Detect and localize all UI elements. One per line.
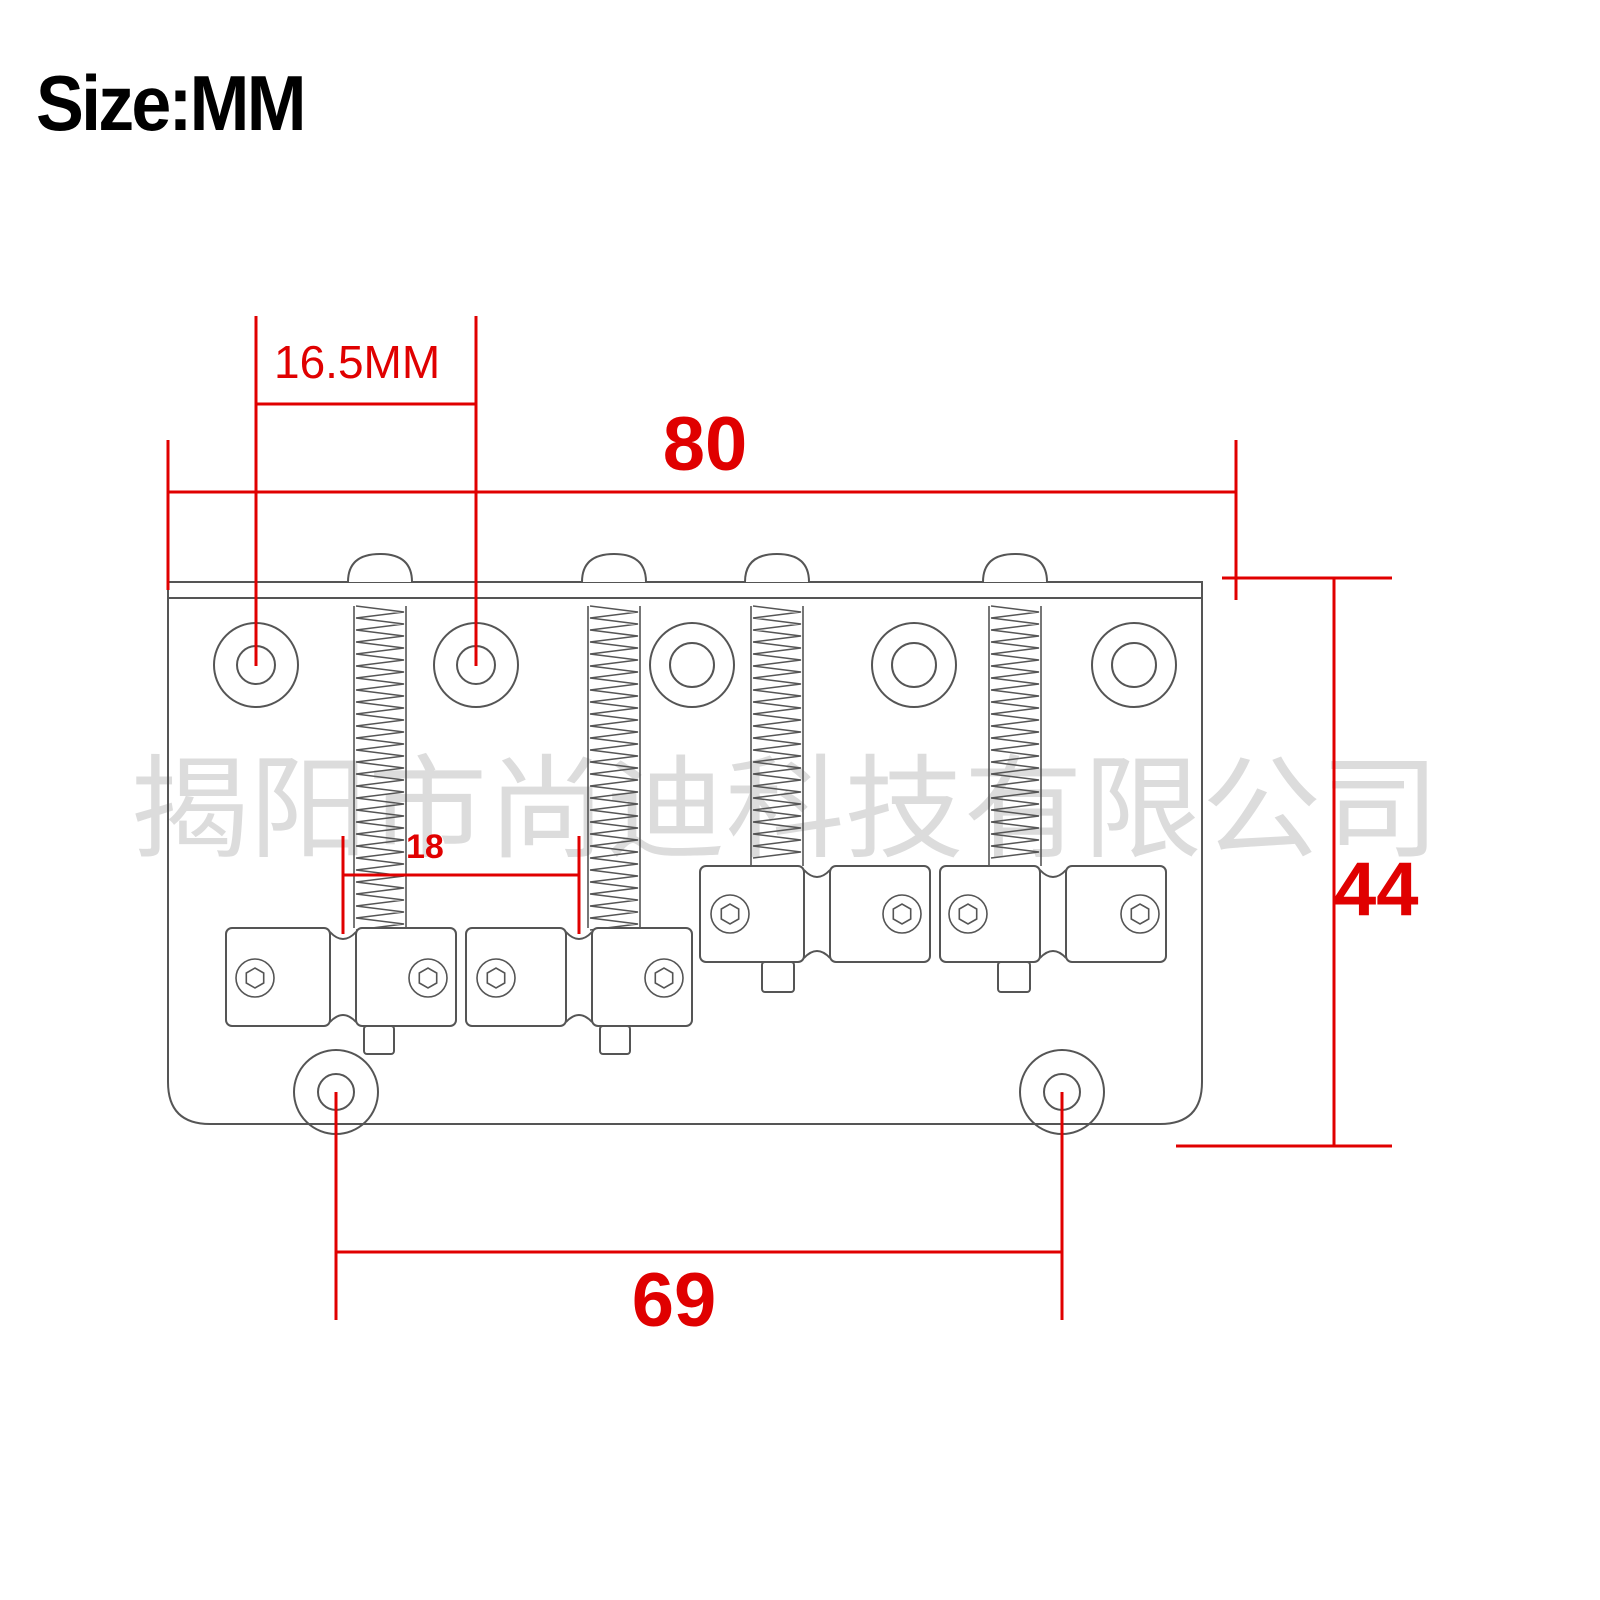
saddles xyxy=(225,865,1167,1055)
bottom-mounting-holes xyxy=(293,1049,1105,1135)
saddle-width-label: 18 xyxy=(406,828,444,866)
watermark-text: 揭阳市尚迪科技有限公司 xyxy=(130,745,1440,875)
bridge-plate xyxy=(167,581,1203,1125)
saddle-height-screws xyxy=(235,894,1160,998)
screw-heads xyxy=(347,552,1048,583)
overall-width-label: 80 xyxy=(663,402,748,487)
top-mounting-holes xyxy=(213,622,1177,708)
hole-spacing-label: 16.5MM xyxy=(274,336,440,388)
size-unit-title: Size:MM xyxy=(36,59,306,147)
dimension-lines xyxy=(166,316,1392,1320)
height-label: 44 xyxy=(1334,847,1419,932)
mount-hole-spacing-label: 69 xyxy=(632,1258,717,1343)
